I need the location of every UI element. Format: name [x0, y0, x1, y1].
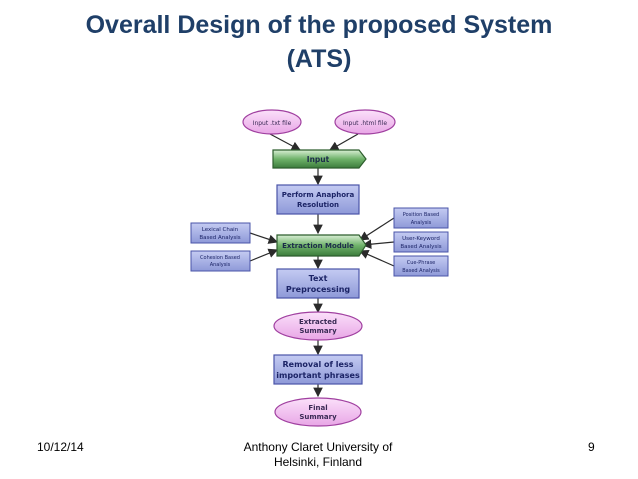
position-label-2: Analysis	[411, 220, 432, 226]
footer-date: 10/12/14	[37, 440, 84, 454]
userkw-label-1: User-Keyword	[402, 236, 440, 242]
lexical-label-2: Based Analysis	[199, 235, 240, 241]
removal-label-1: Removal of less	[282, 360, 353, 369]
cohesion-label-2: Analysis	[210, 262, 231, 268]
anaphora-label-1: Perform Anaphora	[282, 191, 355, 199]
userkw-label-2: Based Analysis	[400, 244, 441, 250]
input-html-label: Input .html file	[343, 120, 387, 127]
final-label-1: Final	[308, 404, 327, 412]
footer-org-line1: Anthony Claret University of	[243, 440, 393, 454]
final-summary-node: Final Summary	[274, 397, 362, 427]
extraction-node: Extraction Module	[276, 234, 367, 257]
removal-label-2: important phrases	[276, 371, 360, 380]
input-node: Input	[272, 149, 367, 169]
position-label-1: Position Based	[403, 212, 439, 218]
input-html-node: Input .html file	[334, 109, 396, 135]
extraction-label: Extraction Module	[282, 242, 354, 250]
slide-title-line1: Overall Design of the proposed System	[85, 11, 553, 39]
input-txt-label: Input .txt file	[253, 120, 292, 127]
cue-label-1: Cue-Phrase	[407, 260, 436, 266]
preprocessing-node: Text Preprocessing	[276, 268, 360, 299]
arrow-cohesion-to-extraction	[249, 248, 279, 262]
slide-title-line2: (ATS)	[286, 45, 352, 73]
arrow-userkw-to-extraction	[361, 239, 395, 249]
removal-node: Removal of less important phrases	[273, 354, 363, 385]
input-label: Input	[307, 155, 330, 164]
preproc-label-2: Preprocessing	[286, 285, 351, 294]
extracted-label-1: Extracted	[299, 318, 337, 326]
lexical-label-1: Lexical Chain	[202, 227, 239, 233]
position-node: Position Based Analysis	[393, 207, 449, 229]
cue-phrase-node: Cue-Phrase Based Analysis	[393, 255, 449, 277]
arrow-cue-to-extraction	[358, 249, 395, 267]
footer-organization: Anthony Claret University of Helsinki, F…	[232, 440, 404, 470]
preproc-label-1: Text	[309, 274, 328, 283]
anaphora-node: Perform Anaphora Resolution	[276, 184, 360, 215]
cue-label-2: Based Analysis	[402, 268, 440, 274]
arrow-txt-to-input	[269, 133, 302, 151]
cohesion-label-1: Cohesion Based	[200, 255, 240, 261]
arrow-lexical-to-extraction	[249, 232, 279, 244]
lexical-chain-node: Lexical Chain Based Analysis	[190, 222, 251, 244]
anaphora-label-2: Resolution	[297, 201, 339, 209]
extracted-summary-node: Extracted Summary	[273, 311, 363, 341]
footer-page-number: 9	[588, 440, 595, 454]
arrow-position-to-extraction	[358, 217, 395, 241]
arrow-html-to-input	[328, 133, 359, 151]
footer-org-line2: Helsinki, Finland	[273, 455, 363, 469]
input-txt-node: Input .txt file	[242, 109, 302, 135]
final-label-2: Summary	[299, 413, 337, 421]
connectors	[249, 133, 395, 398]
extracted-label-2: Summary	[299, 327, 337, 335]
cohesion-node: Cohesion Based Analysis	[190, 250, 251, 272]
slide-title: Overall Design of the proposed System (A…	[0, 8, 638, 76]
user-keyword-node: User-Keyword Based Analysis	[393, 231, 449, 253]
